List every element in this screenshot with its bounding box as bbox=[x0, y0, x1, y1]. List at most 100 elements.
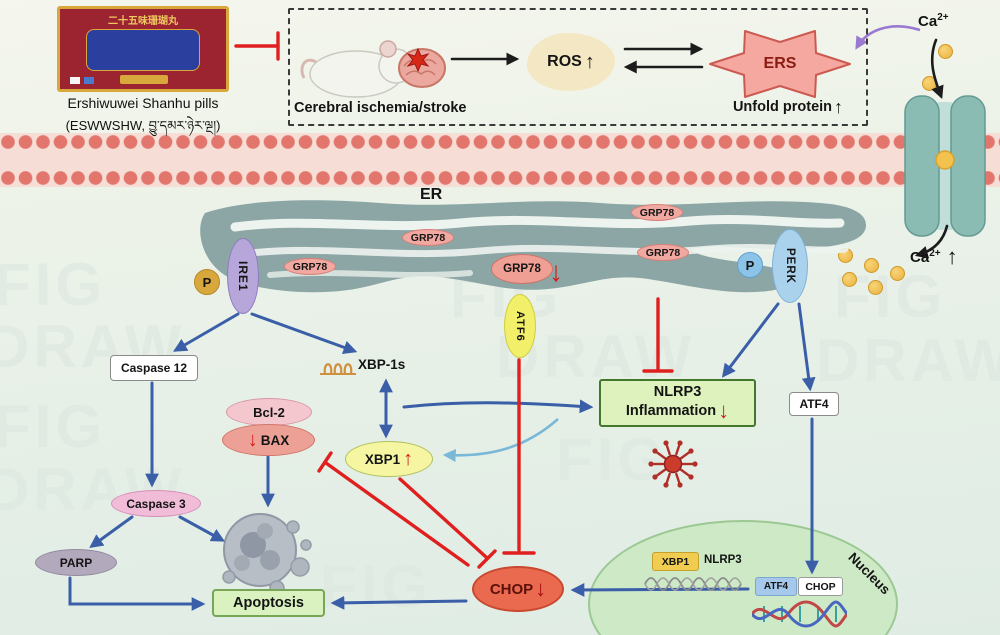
grp78-label: GRP78 bbox=[631, 204, 683, 221]
grp78-label: GRP78 bbox=[402, 229, 454, 246]
watermark-text: DRAW bbox=[816, 327, 1000, 394]
watermark-text: FIG bbox=[0, 251, 106, 318]
calcium-ion bbox=[890, 266, 905, 281]
bax-oval: ↓ BAX bbox=[222, 424, 315, 456]
calcium-channel bbox=[904, 95, 986, 237]
xbp1-oval: XBP1 ↑ bbox=[345, 441, 433, 477]
condition-label: Cerebral ischemia/stroke bbox=[294, 100, 467, 116]
chop-text: CHOP bbox=[489, 580, 534, 598]
unfold-protein-text: Unfold protein bbox=[732, 99, 833, 115]
chop-down-arrow: ↓ bbox=[535, 576, 547, 601]
parp-text: PARP bbox=[59, 555, 93, 570]
watermark-text: FIG bbox=[556, 426, 668, 493]
mrna-hairpin-icon bbox=[320, 363, 356, 375]
product-box-panel bbox=[86, 29, 200, 71]
calcium-ion bbox=[868, 280, 883, 295]
apoptosis-box: Apoptosis bbox=[212, 589, 325, 617]
ers-label: ERS bbox=[763, 55, 797, 72]
xbp1-text: XBP1 bbox=[364, 451, 401, 467]
bax-text: BAX bbox=[260, 432, 290, 448]
product-box: 二十五味珊瑚丸 bbox=[57, 6, 229, 92]
nucleus-chop-box: CHOP bbox=[798, 577, 843, 596]
grp78-label-main: GRP78 bbox=[491, 254, 553, 284]
bcl2-text: Bcl-2 bbox=[253, 404, 285, 420]
xbp1s-label: XBP-1s bbox=[358, 357, 406, 372]
nucleus-dna-helix bbox=[752, 600, 847, 628]
calcium-element: Ca bbox=[910, 249, 930, 266]
nucleus-atf4-text: ATF4 bbox=[763, 581, 789, 592]
atf4-text: ATF4 bbox=[799, 397, 829, 411]
calcium-up-arrow: ↑ bbox=[946, 244, 958, 269]
caspase12-box: Caspase 12 bbox=[110, 355, 198, 381]
phospho-badge: P bbox=[194, 269, 220, 295]
inflammasome-icon bbox=[648, 440, 698, 488]
bcl2-oval: Bcl-2 bbox=[226, 398, 312, 426]
caspase3-oval: Caspase 3 bbox=[111, 490, 201, 517]
parp-oval: PARP bbox=[35, 549, 117, 576]
nlrp3-box: NLRP3 Inflammation ↓ bbox=[599, 379, 756, 427]
calcium-charge: 2+ bbox=[929, 248, 941, 259]
watermark-text: FIG bbox=[0, 393, 106, 460]
grp78-text: GRP78 bbox=[645, 246, 681, 259]
grp78-text: GRP78 bbox=[503, 263, 541, 275]
calcium-ion bbox=[864, 258, 879, 273]
product-box-title: 二十五味珊瑚丸 bbox=[108, 16, 178, 25]
nucleus-atf4-box: ATF4 bbox=[755, 577, 797, 596]
grp78-text: GRP78 bbox=[639, 206, 675, 219]
ers-burst bbox=[709, 30, 851, 98]
cell-membrane bbox=[0, 133, 1000, 187]
nucleus-dna-strand bbox=[644, 577, 742, 591]
mouse-brain-illustration bbox=[300, 40, 446, 98]
nlrp3-line2-row: Inflammation ↓ bbox=[626, 400, 729, 422]
apoptotic-cell bbox=[222, 513, 312, 596]
xbp1-up-arrow: ↑ bbox=[403, 448, 414, 470]
calcium-charge: 2+ bbox=[937, 12, 949, 23]
nucleus-chop-text: CHOP bbox=[805, 580, 836, 593]
nucleus-xbp1-text: XBP1 bbox=[661, 555, 690, 568]
product-name: Ershiwuwei Shanhu pills bbox=[67, 95, 219, 111]
stroke-panel bbox=[288, 8, 868, 126]
perk-text: PERK bbox=[784, 248, 796, 284]
product-box-mark bbox=[120, 75, 168, 84]
nlrp3-line1: NLRP3 bbox=[653, 384, 702, 400]
er-shape bbox=[200, 200, 866, 293]
unfold-protein-label: Unfold protein ↑ bbox=[708, 98, 868, 116]
caspase3-text: Caspase 3 bbox=[126, 496, 186, 511]
ire1-receptor: IRE1 bbox=[227, 238, 259, 314]
nucleus-nlrp3-label: NLRP3 bbox=[704, 554, 742, 566]
grp78-text: GRP78 bbox=[410, 231, 446, 244]
phospho-badge: P bbox=[737, 252, 763, 278]
calcium-element: Ca bbox=[918, 13, 938, 30]
grp78-down-arrow: ↓ bbox=[549, 256, 563, 287]
product-box-mark bbox=[70, 77, 80, 84]
nucleus-xbp1-box: XBP1 bbox=[652, 552, 699, 571]
grp78-label: GRP78 bbox=[284, 258, 336, 275]
phospho-text: P bbox=[745, 257, 755, 273]
calcium-ion bbox=[922, 76, 937, 91]
ire1-text: IRE1 bbox=[236, 260, 250, 292]
ros-label: ROS bbox=[547, 53, 582, 70]
er-label: ER bbox=[420, 186, 443, 203]
calcium-ion bbox=[842, 272, 857, 287]
nlrp3-down-arrow: ↓ bbox=[718, 398, 730, 423]
caspase12-text: Caspase 12 bbox=[120, 361, 188, 375]
atf4-box: ATF4 bbox=[789, 392, 839, 416]
product-name-tibetan: (ESWWSHW, བྱུ་དམར་ཉེར་ལྔ།) bbox=[65, 118, 221, 133]
perk-receptor: PERK bbox=[772, 229, 808, 303]
atf6-text: ATF6 bbox=[514, 310, 526, 342]
nlrp3-line2: Inflammation bbox=[625, 403, 717, 419]
unfold-up-arrow: ↑ bbox=[834, 97, 844, 117]
ros-up-arrow: ↑ bbox=[584, 51, 595, 73]
atf6-protein: ATF6 bbox=[504, 294, 536, 358]
calcium-label-bottom: Ca2+ ↑ bbox=[910, 246, 958, 268]
calcium-ion bbox=[938, 44, 953, 59]
product-box-mark bbox=[84, 77, 94, 84]
ros-blob: ROS ↑ bbox=[527, 33, 615, 91]
apoptosis-text: Apoptosis bbox=[233, 595, 304, 611]
phospho-text: P bbox=[202, 274, 212, 290]
bax-down-arrow: ↓ bbox=[247, 429, 258, 451]
calcium-label-top: Ca2+ bbox=[918, 12, 949, 30]
grp78-label: GRP78 bbox=[637, 244, 689, 261]
watermark-text: FIG bbox=[320, 553, 432, 620]
